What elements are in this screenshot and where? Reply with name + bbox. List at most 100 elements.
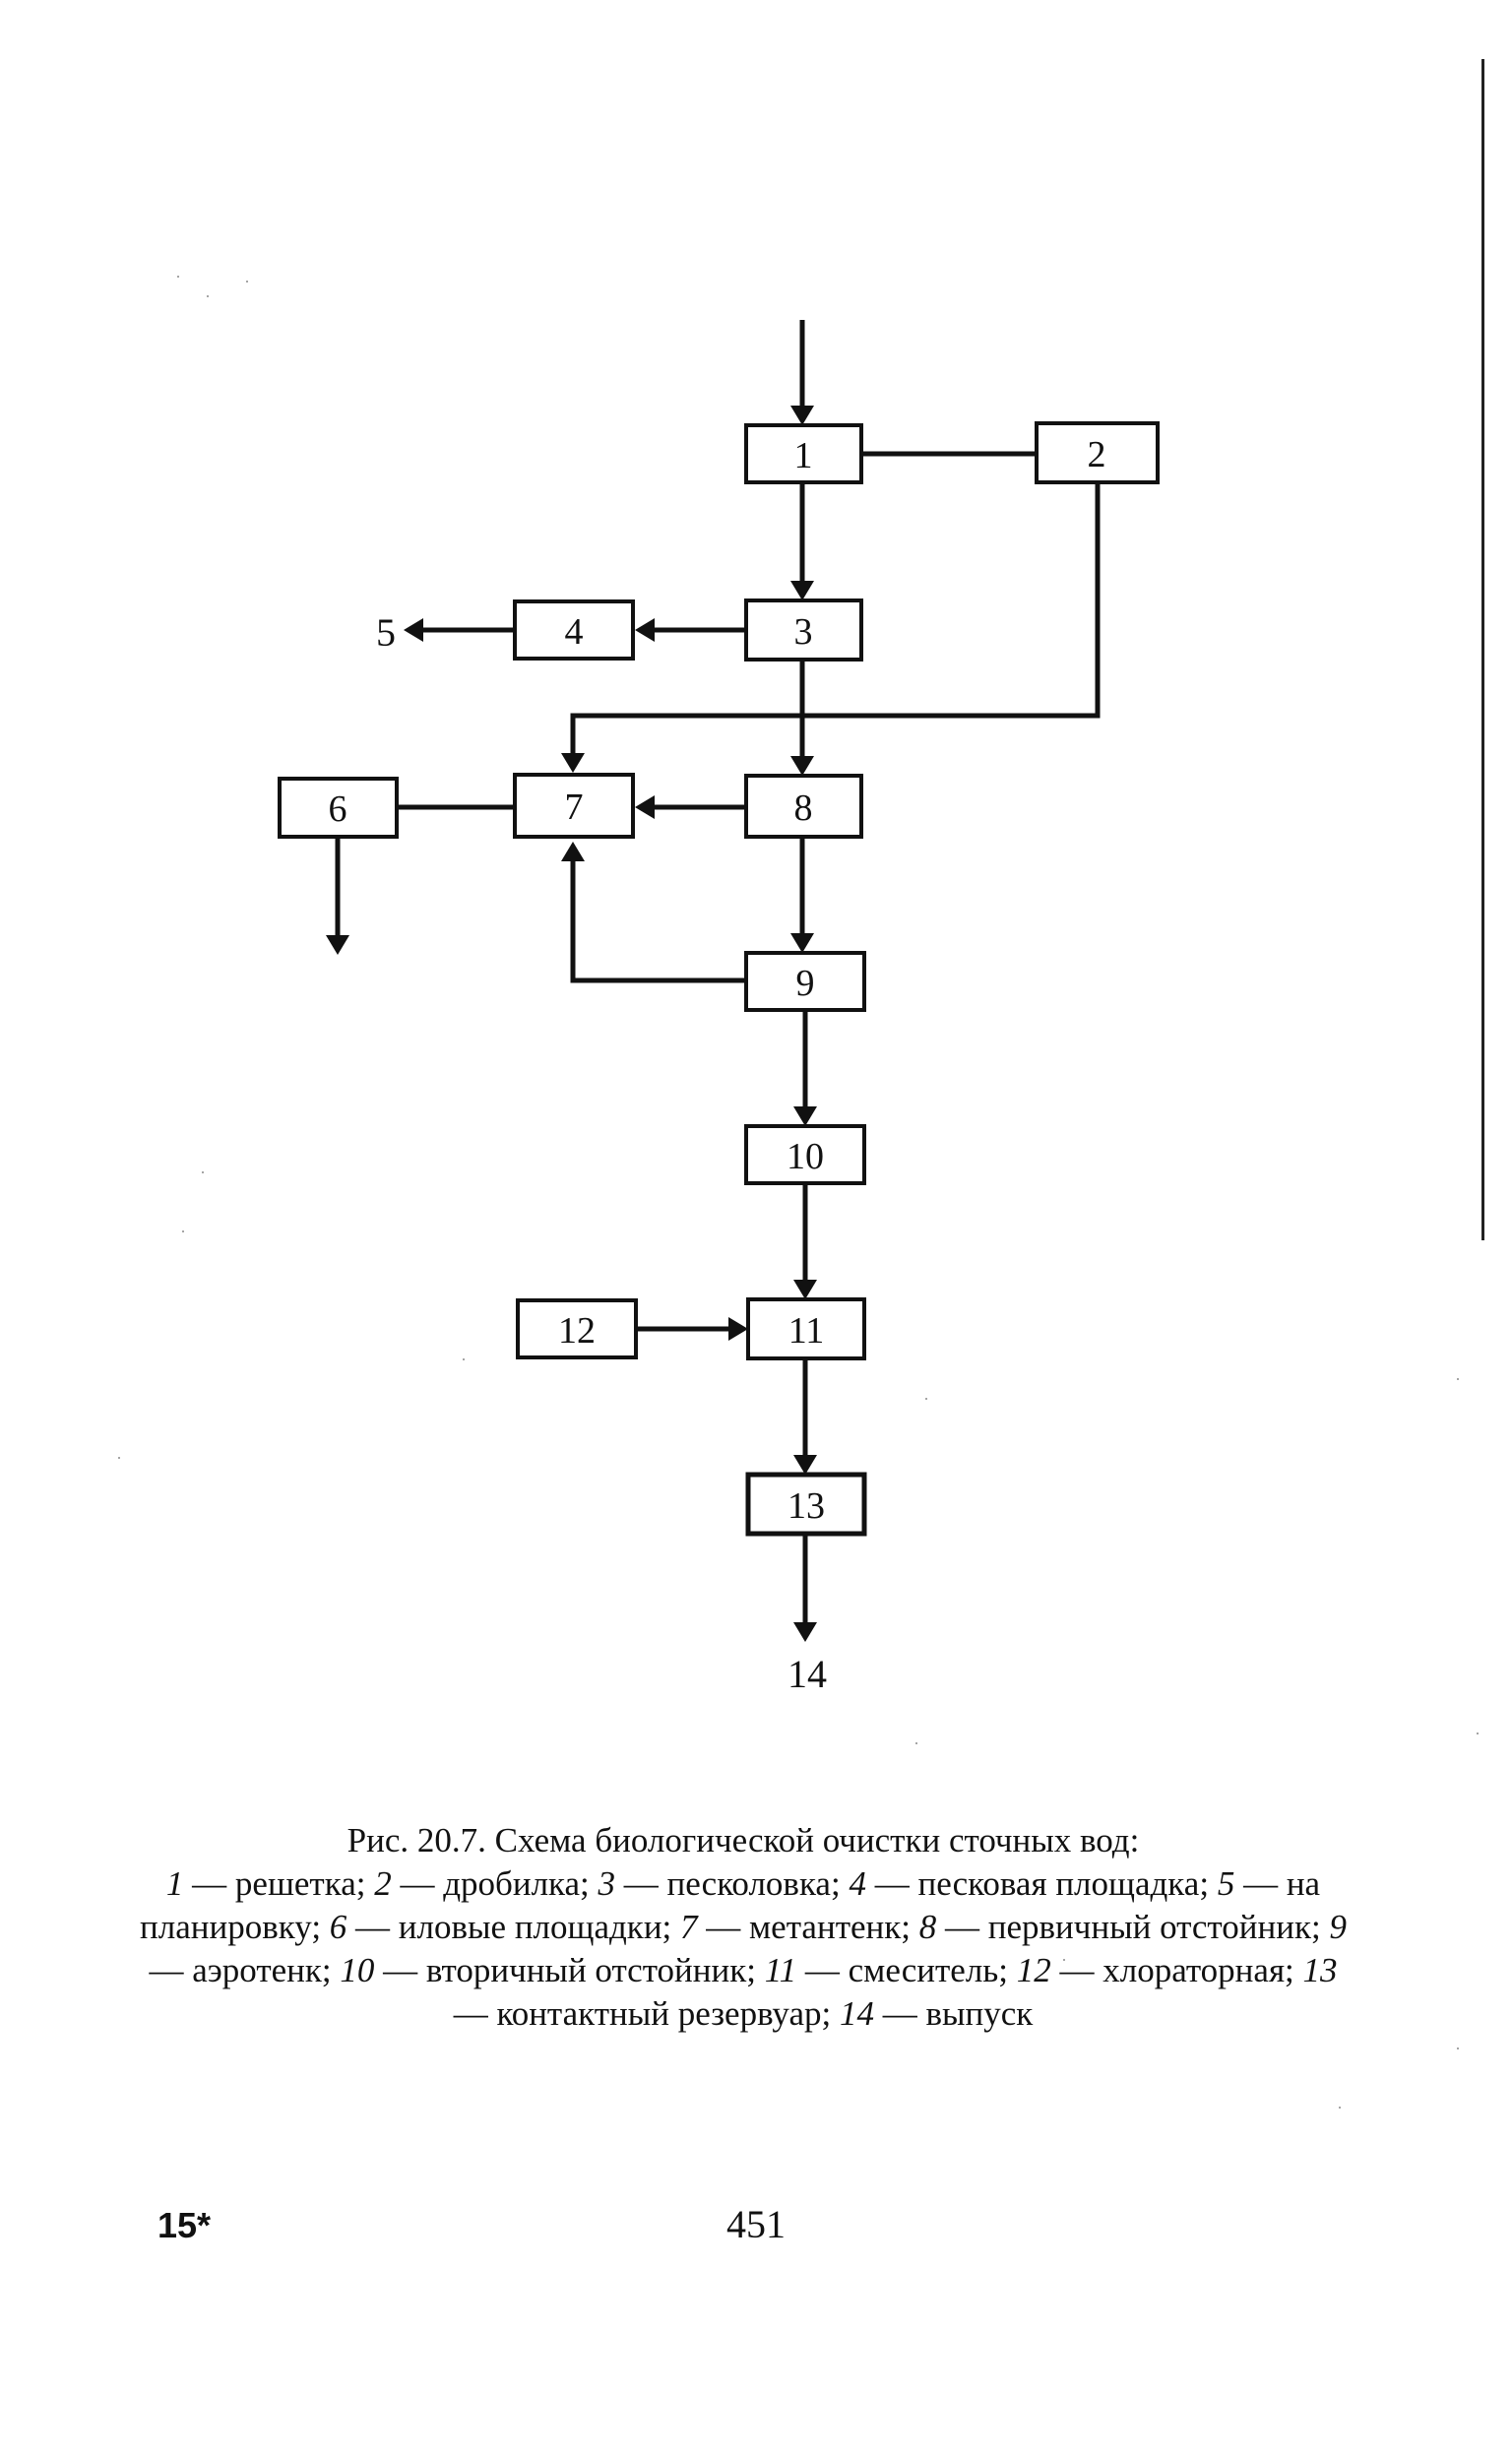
legend-item-number: 7 — [680, 1908, 698, 1946]
box-3-label: 3 — [794, 611, 813, 653]
scan-speck — [202, 1171, 204, 1173]
legend-item-text: — песковая площадка — [865, 1864, 1200, 1903]
legend-item-text: — дробилка — [391, 1864, 581, 1903]
box-1-label: 1 — [794, 435, 813, 476]
legend-item: 7 — метантенк — [680, 1908, 901, 1946]
legend-item-text: — первичный отстойник — [936, 1908, 1311, 1946]
legend-item: 14 — выпуск — [840, 1994, 1033, 2033]
output-label-5: 5 — [376, 610, 396, 655]
box-13: 13 — [745, 1472, 867, 1537]
box-11-label: 11 — [788, 1310, 825, 1352]
scan-speck — [1339, 2107, 1341, 2109]
legend-item-number: 12 — [1016, 1951, 1051, 1989]
legend-item: 2 — дробилка — [374, 1864, 580, 1903]
arrow-12-to-11 — [728, 1317, 748, 1341]
legend-item-text: — вторичный отстойник — [374, 1951, 747, 1989]
legend-item: 9 — аэротенк — [149, 1908, 1346, 1989]
legend-item-number: 3 — [598, 1864, 616, 1903]
legend-item-text: — метантенк — [697, 1908, 902, 1946]
scan-speck — [1063, 1959, 1065, 1961]
box-1: 1 — [744, 423, 863, 484]
box-7-label: 7 — [565, 787, 584, 828]
legend-item-number: 9 — [1329, 1908, 1347, 1946]
legend-item: 10 — вторичный отстойник — [340, 1951, 746, 1989]
arrow-8-to-7 — [635, 795, 655, 819]
scan-speck — [1477, 1732, 1479, 1734]
legend-item: 1 — решетка — [166, 1864, 356, 1903]
signature-mark: 15* — [158, 2205, 212, 2245]
legend-item: 3 — песколовка — [598, 1864, 831, 1903]
legend-item-text: — на планировку — [140, 1864, 1321, 1946]
legend-item-text: — песколовка — [615, 1864, 831, 1903]
scan-speck — [207, 295, 209, 297]
scan-speck — [915, 1742, 917, 1744]
scan-speck — [1457, 2048, 1459, 2049]
box-12: 12 — [516, 1298, 638, 1359]
arrow-to-9 — [790, 933, 814, 953]
arrow-2-to-7 — [561, 753, 585, 773]
arrow-to-11 — [793, 1280, 817, 1299]
arrow-to-14 — [793, 1622, 817, 1642]
scan-speck — [1457, 1378, 1459, 1380]
page-edge-line — [1481, 59, 1484, 1240]
box-10: 10 — [744, 1124, 866, 1185]
scan-speck — [177, 276, 179, 278]
box-2: 2 — [1035, 421, 1160, 484]
line-2-7 — [570, 482, 1101, 753]
legend-item-text: — выпуск — [873, 1994, 1034, 2033]
legend-item-number: 4 — [849, 1864, 866, 1903]
legend-item-number: 5 — [1217, 1864, 1235, 1903]
arrow-to-5 — [404, 618, 423, 642]
legend-item-number: 1 — [165, 1864, 184, 1903]
arrow-to-4 — [635, 618, 655, 642]
figure-caption: Рис. 20.7. Схема биологической очистки с… — [138, 1819, 1349, 2036]
arrow-to-3 — [790, 581, 814, 600]
legend-item: 5 — на планировку — [140, 1864, 1320, 1946]
connectors — [326, 320, 1101, 1642]
box-3: 3 — [744, 598, 863, 662]
legend-item: 4 — песковая площадка — [849, 1864, 1199, 1903]
box-8-label: 8 — [794, 788, 813, 829]
caption-title: Рис. 20.7. Схема биологической очистки с… — [346, 1821, 1140, 1859]
box-7: 7 — [513, 773, 635, 839]
legend-item-number: 8 — [918, 1908, 937, 1946]
box-10-label: 10 — [787, 1136, 824, 1177]
legend-item-number: 13 — [1302, 1951, 1338, 1989]
box-12-label: 12 — [558, 1310, 596, 1352]
box-8: 8 — [744, 774, 863, 839]
box-9-label: 9 — [796, 963, 815, 1004]
box-4: 4 — [513, 599, 635, 661]
box-9: 9 — [744, 951, 866, 1012]
legend-item-text: — смеситель — [796, 1951, 999, 1989]
output-label-14: 14 — [788, 1652, 827, 1696]
legend-item-number: 11 — [764, 1951, 797, 1989]
legend-item-text: — решетка — [183, 1864, 356, 1903]
arrow-9-to-7 — [561, 842, 585, 861]
legend-item-number: 10 — [340, 1951, 375, 1989]
legend-item: 13 — контактный резервуар — [454, 1951, 1338, 2033]
arrow-to-13 — [793, 1455, 817, 1475]
arrow-to-10 — [793, 1106, 817, 1126]
legend-item-text: — аэротенк — [149, 1951, 322, 1989]
scan-speck — [925, 1398, 927, 1400]
legend-item: 6 — иловые площадки — [330, 1908, 662, 1946]
legend-item-number: 2 — [374, 1864, 392, 1903]
box-6-label: 6 — [329, 788, 347, 830]
legend-item-number: 6 — [329, 1908, 347, 1946]
arrow-6-out — [326, 935, 349, 955]
legend-item-text: — контактный резервуар — [453, 1994, 822, 2033]
legend-item: 11 — смеситель — [765, 1951, 999, 1989]
flow-diagram: 1 2 3 4 6 7 8 9 10 11 12 13 — [278, 320, 1160, 1696]
line-9-7 — [570, 861, 746, 983]
legend-item-number: 14 — [839, 1994, 874, 2033]
scan-speck — [182, 1230, 184, 1232]
legend-item-text: — хлораторная — [1050, 1951, 1286, 1989]
box-13-label: 13 — [788, 1485, 825, 1527]
box-2-label: 2 — [1088, 434, 1106, 475]
legend-item-text: — иловые площадки — [346, 1908, 662, 1946]
scan-speck — [246, 281, 248, 283]
legend-item: 8 — первичный отстойник — [919, 1908, 1311, 1946]
box-11: 11 — [746, 1297, 866, 1360]
scan-speck — [463, 1358, 465, 1360]
arrow-to-1 — [790, 406, 814, 425]
